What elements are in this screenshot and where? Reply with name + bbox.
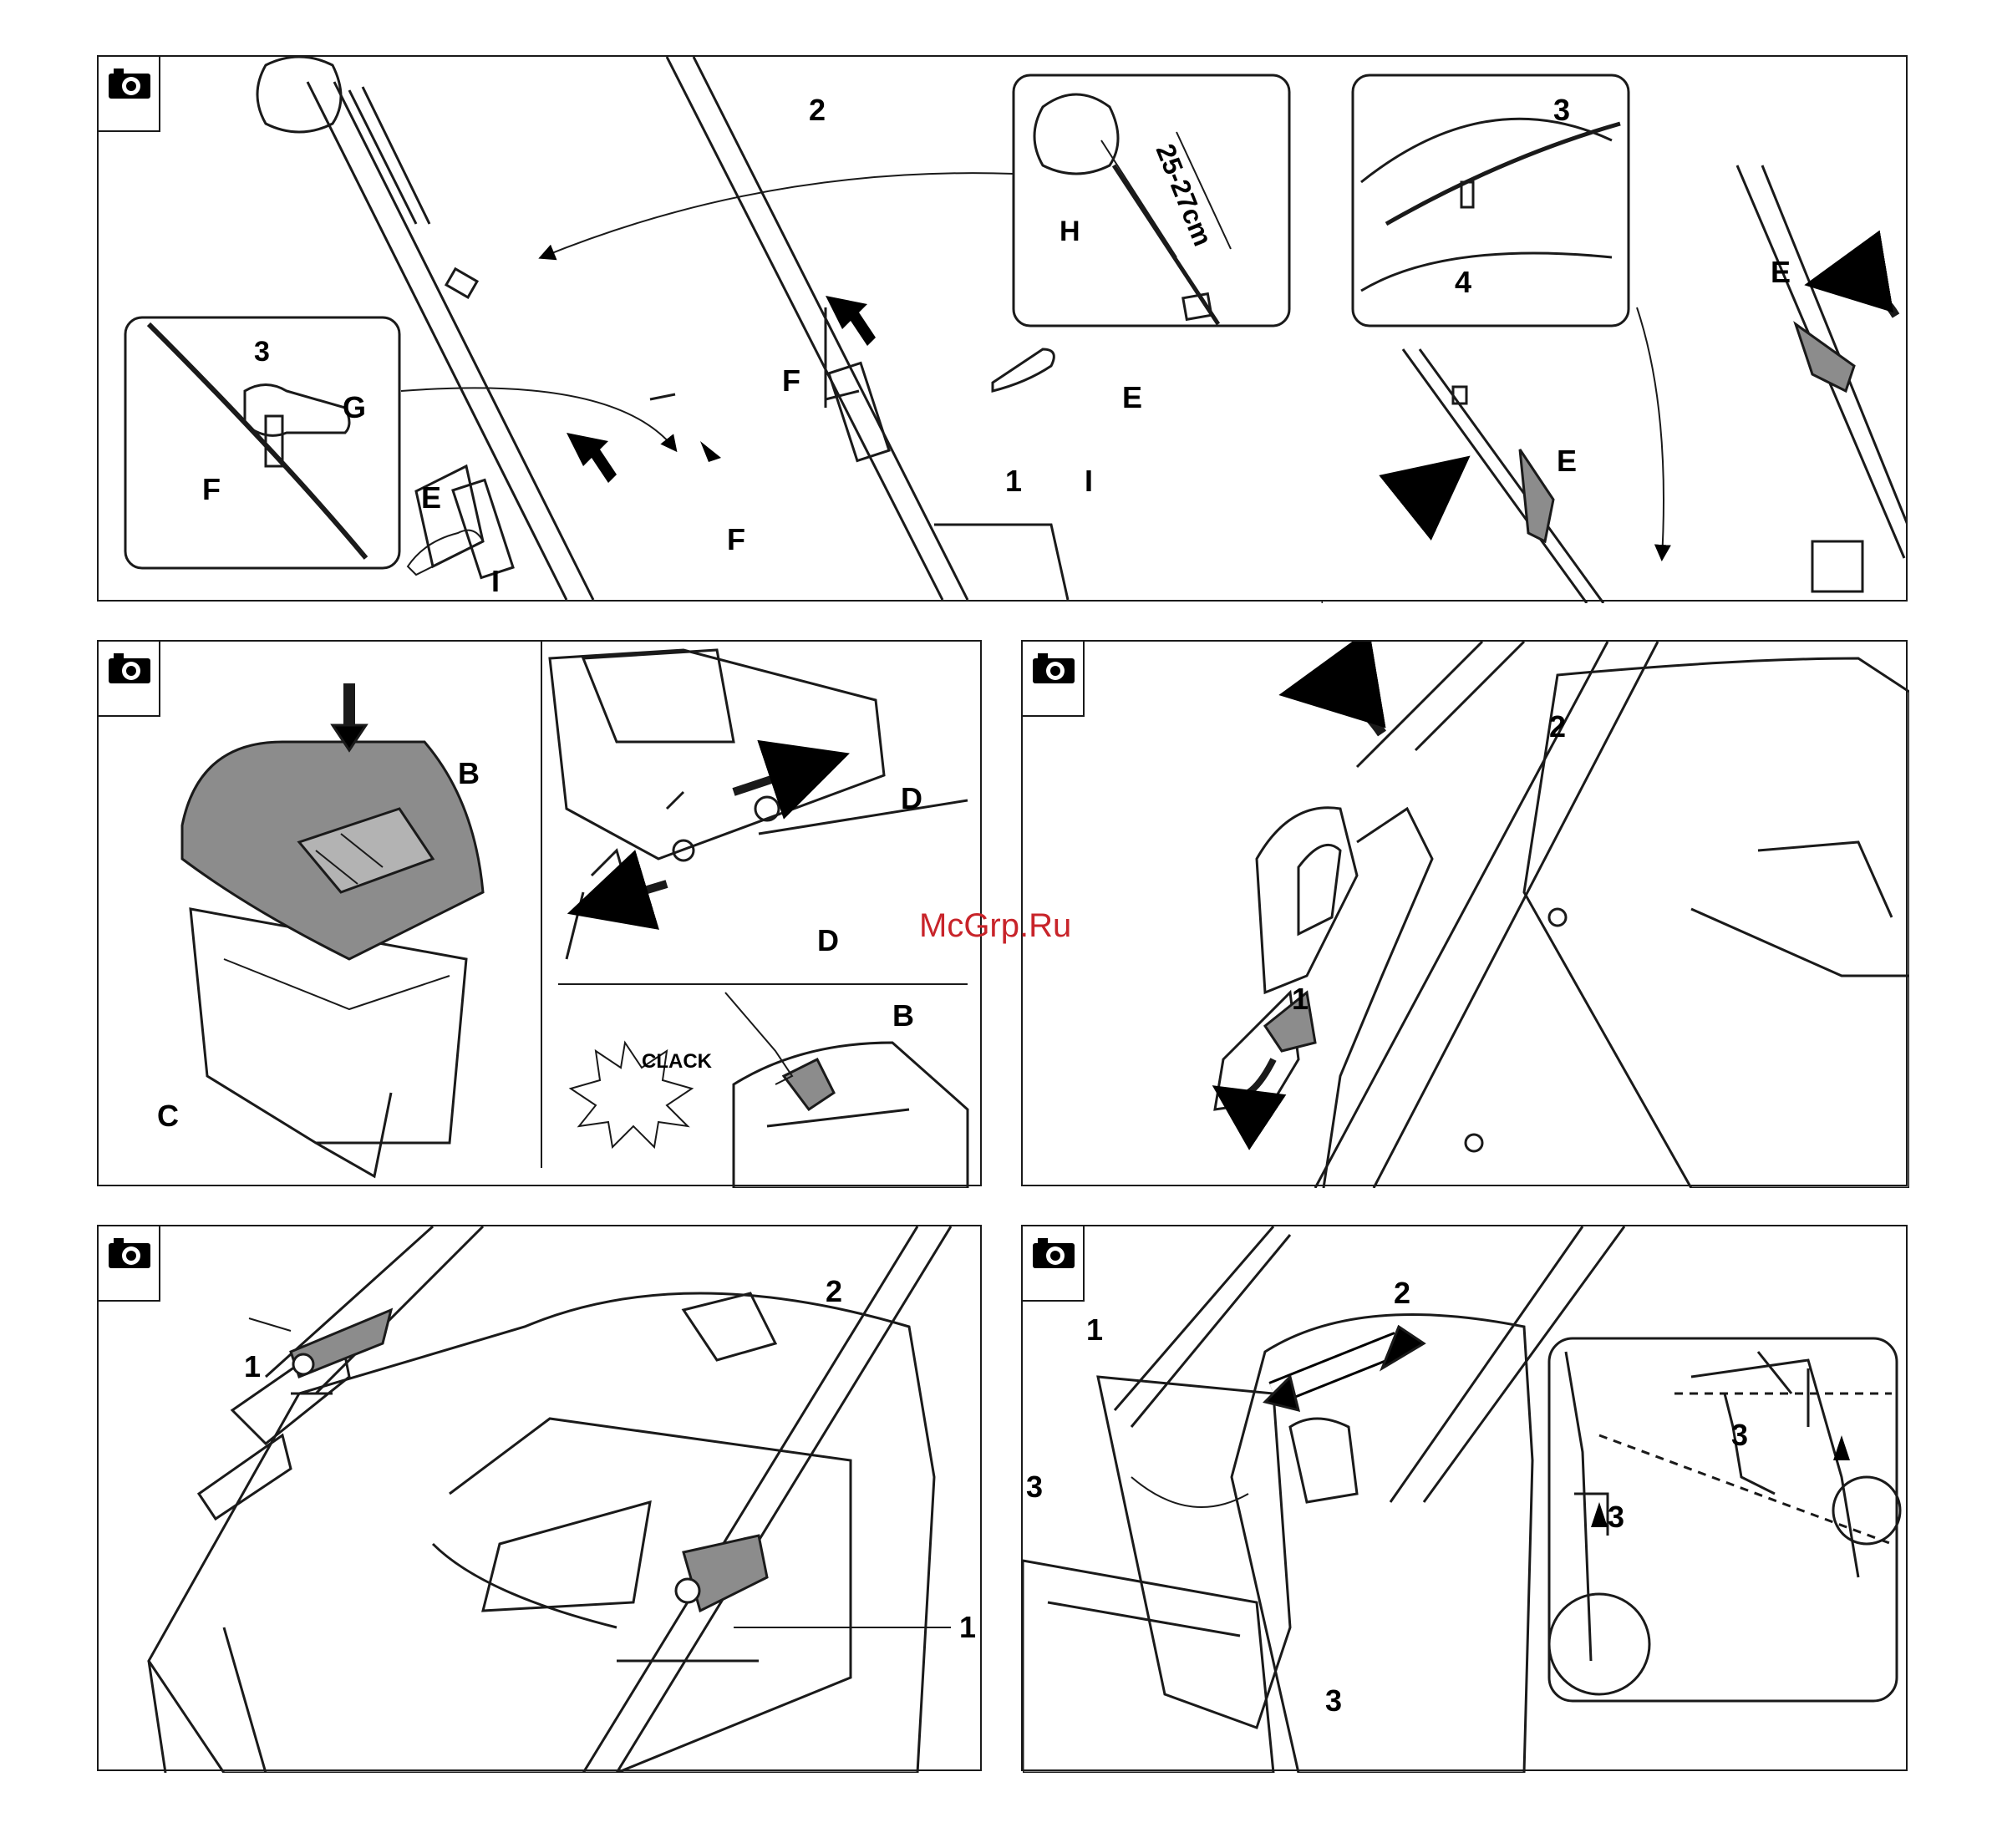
watermark-text: McGrp.Ru	[919, 907, 1071, 945]
panel-grass-box-assembly: B C D D CLACK B	[97, 640, 982, 1186]
label-3-inset: 3	[254, 336, 270, 368]
clack-text: CLACK	[642, 1050, 713, 1073]
label-E-bottom: E	[1557, 444, 1577, 478]
label-G: G	[343, 390, 366, 424]
label-C: C	[157, 1099, 179, 1133]
label-2: 2	[1549, 709, 1566, 744]
label-2: 2	[809, 93, 826, 127]
label-E-right: E	[1122, 380, 1142, 414]
label-I-right: I	[1085, 464, 1093, 498]
label-1: 1	[1005, 464, 1022, 498]
label-D-bottom: D	[817, 923, 839, 957]
panel-cable-levers: 3 4 E E	[1319, 55, 1908, 602]
label-1-left: 1	[244, 1349, 261, 1383]
handle-assembly-drawing: 2 H 25-27cm E I 1 F 3 G F E I F	[99, 57, 1323, 603]
grass-box-attach-drawing: 2 1 3 3 3 3	[1023, 1226, 1909, 1773]
label-F-inset: F	[202, 472, 221, 506]
grass-box-drawing: B C D D CLACK B	[99, 642, 983, 1188]
label-2: 2	[826, 1274, 842, 1308]
label-1: 1	[1086, 1312, 1103, 1347]
panel-mower-levers: 2 1 1	[97, 1225, 982, 1771]
label-1: 1	[1292, 982, 1309, 1016]
label-3-inset-bottom: 3	[1608, 1500, 1624, 1534]
label-B: B	[458, 756, 480, 790]
label-2: 2	[1394, 1276, 1410, 1310]
label-H: H	[1060, 216, 1080, 247]
label-E-top: E	[1771, 255, 1791, 289]
label-E-left: E	[421, 480, 441, 515]
label-F-left: F	[727, 522, 745, 556]
label-3-inset-top: 3	[1731, 1418, 1748, 1452]
panel-handle-fold: 2 1	[1021, 640, 1908, 1186]
handle-fold-drawing: 2 1	[1023, 642, 1909, 1188]
label-4: 4	[1455, 265, 1471, 299]
cable-levers-drawing: 3 4 E E	[1319, 57, 1908, 603]
label-1-right: 1	[959, 1610, 976, 1644]
mower-levers-drawing: 2 1 1	[99, 1226, 983, 1773]
label-D-top: D	[901, 781, 922, 815]
panel-grass-box-attach: 2 1 3 3 3 3	[1021, 1225, 1908, 1771]
label-3-bottom: 3	[1325, 1683, 1342, 1718]
label-3: 3	[1553, 93, 1570, 127]
label-F-center: F	[782, 363, 800, 398]
label-I-left: I	[491, 564, 500, 598]
label-3-left: 3	[1026, 1470, 1043, 1504]
panel-handle-assembly: 2 H 25-27cm E I 1 F 3 G F E I F	[97, 55, 1321, 602]
label-B-small: B	[892, 998, 914, 1033]
